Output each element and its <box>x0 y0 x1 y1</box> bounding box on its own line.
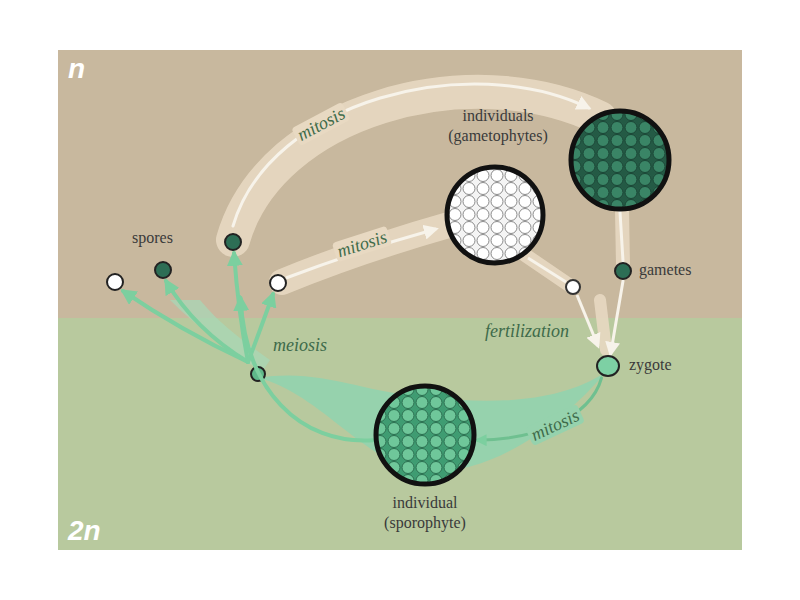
stage-label: zygote <box>629 355 672 375</box>
diploid-band-ground <box>58 318 742 550</box>
label-group: gametes <box>639 260 691 280</box>
male-gametophyte-circle <box>447 167 543 263</box>
haploid-streams <box>233 92 623 350</box>
label-group: zygote <box>629 355 672 375</box>
gametophyte-circle: individuals (gametophytes) <box>568 108 672 212</box>
ploidy-label: n <box>68 54 85 84</box>
life-cycle-arrow <box>233 84 589 226</box>
male-gamete <box>566 280 580 294</box>
life-cycle-arrow <box>611 281 623 354</box>
process-label: mitosis <box>291 102 351 146</box>
diploid-band: 2n zygote individual (sporophyte) <box>58 318 742 550</box>
ploidy-label: 2n <box>68 516 101 546</box>
meiosis-fan-arrows <box>123 253 273 362</box>
stage-label: spores <box>132 228 173 248</box>
process-label: mitosis <box>332 226 392 263</box>
cell-mass <box>571 111 669 209</box>
process-label: meiosis <box>270 335 330 355</box>
label-group: 2n <box>68 516 101 546</box>
process-label: fertilization <box>482 321 572 341</box>
stage-label: individuals (gametophytes) <box>434 106 562 146</box>
single-cell <box>597 356 619 376</box>
cell-outline <box>613 261 633 281</box>
spore-cell <box>270 275 286 291</box>
cell-outline <box>373 383 477 487</box>
sporophyte-circle: individual (sporophyte) <box>373 383 477 487</box>
label-group: individuals (gametophytes) <box>434 106 562 146</box>
label-group: spores <box>132 228 173 248</box>
stage-label: individual (sporophyte) <box>365 493 485 533</box>
spores-group: spores <box>100 226 290 298</box>
haploid-band: n spores individuals (gametophytes) gametes <box>58 50 742 318</box>
single-cell <box>615 263 631 279</box>
spore-cell <box>107 274 123 290</box>
zygote-cell: zygote <box>595 354 621 378</box>
spore-cell <box>225 234 241 250</box>
gamete-dot: gametes <box>613 261 633 281</box>
spore-cell <box>155 262 171 278</box>
fertilization-arrow <box>577 295 598 346</box>
cell-outline <box>595 354 621 378</box>
stage-label: gametes <box>639 260 691 280</box>
spore-cells <box>100 226 290 298</box>
haploid-band-ground <box>58 50 742 318</box>
cell-mass <box>376 386 474 484</box>
gamete-line <box>528 258 566 282</box>
process-label: mitosis <box>525 404 585 446</box>
life-cycle-arrow <box>620 212 623 261</box>
life-cycle-arrow <box>241 298 373 440</box>
label-group: individual (sporophyte) <box>365 493 485 533</box>
cell-outline <box>568 108 672 212</box>
label-group: n <box>68 54 85 84</box>
